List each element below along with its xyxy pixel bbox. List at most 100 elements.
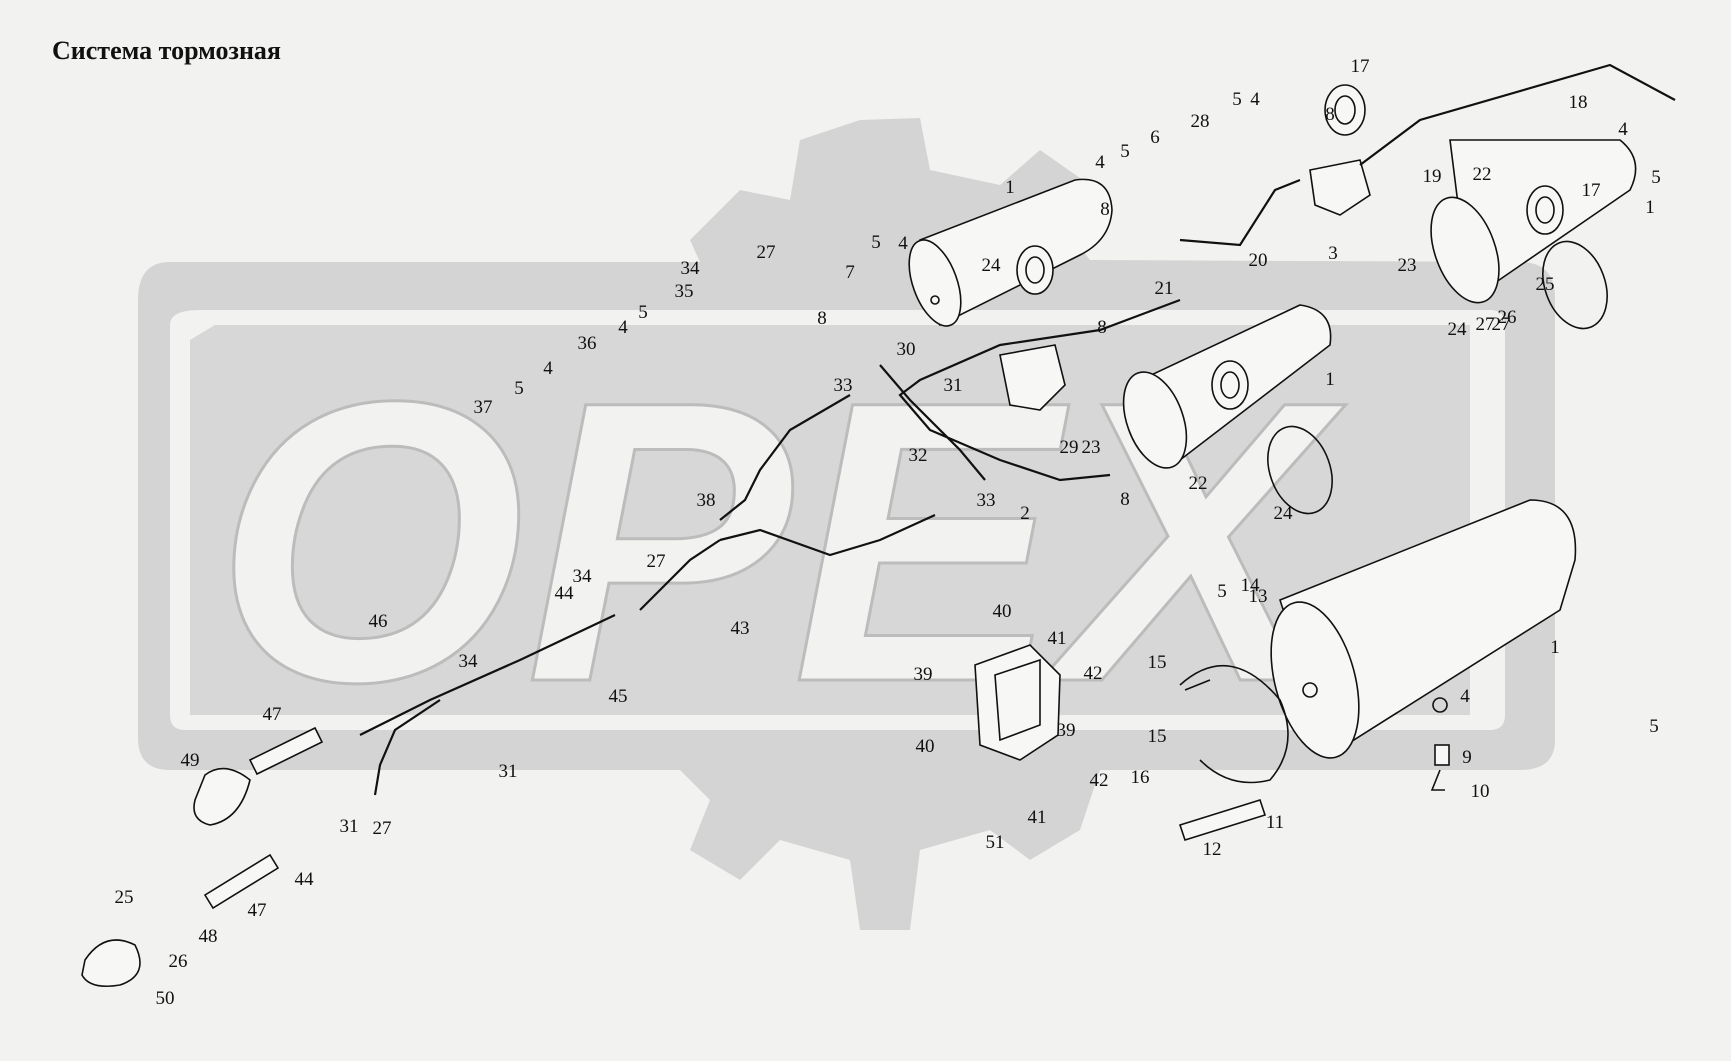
callout-label-47: 47	[263, 704, 282, 725]
callout-label-25: 25	[115, 887, 134, 908]
callout-label-5: 5	[1232, 89, 1242, 110]
callout-label-11: 11	[1266, 812, 1284, 833]
callout-label-47: 47	[248, 900, 267, 921]
callout-label-4: 4	[1460, 686, 1470, 707]
callout-label-29: 29	[1060, 437, 1079, 458]
callout-label-3: 3	[1328, 243, 1338, 264]
callout-label-34: 34	[573, 566, 593, 587]
callout-label-31: 31	[499, 761, 518, 782]
callout-label-24: 24	[1448, 319, 1468, 340]
brake-chamber-left	[1016, 245, 1054, 295]
callout-label-5: 5	[1651, 167, 1661, 188]
callout-label-37: 37	[474, 397, 493, 418]
callout-label-12: 12	[1203, 839, 1222, 860]
callout-label-44: 44	[555, 583, 575, 604]
callout-label-8: 8	[1097, 317, 1107, 338]
callout-label-9: 9	[1462, 747, 1472, 768]
callout-label-34: 34	[459, 651, 479, 672]
callout-label-8: 8	[817, 308, 827, 329]
callout-label-13: 13	[1249, 586, 1268, 607]
callout-label-42: 42	[1084, 663, 1103, 684]
callout-label-31: 31	[340, 816, 359, 837]
diagram-title: Система тормозная	[52, 36, 281, 65]
callout-label-17: 17	[1351, 56, 1370, 77]
callout-label-1: 1	[1325, 369, 1335, 390]
opex-watermark-logo: OPEX	[138, 118, 1555, 930]
air-tank-upper	[908, 178, 1113, 327]
callout-label-4: 4	[618, 317, 628, 338]
callout-label-5: 5	[1217, 581, 1227, 602]
callout-label-5: 5	[1649, 716, 1659, 737]
callout-label-14: 14	[1241, 575, 1261, 596]
callout-label-23: 23	[1082, 437, 1101, 458]
callout-label-32: 32	[909, 445, 928, 466]
relay-valve-middle	[999, 344, 1066, 411]
callout-label-25: 25	[1536, 274, 1555, 295]
drain-valve	[1430, 697, 1450, 791]
callout-label-40: 40	[993, 601, 1012, 622]
brake-chamber-upper	[1324, 84, 1366, 136]
callout-label-15: 15	[1148, 652, 1167, 673]
brake-pipes	[359, 63, 1676, 796]
callout-label-27: 27	[1476, 314, 1495, 335]
callout-label-44: 44	[295, 869, 315, 890]
callout-label-22: 22	[1189, 473, 1208, 494]
callout-label-2: 2	[1020, 503, 1030, 524]
callout-label-41: 41	[1028, 807, 1047, 828]
callout-label-43: 43	[731, 618, 750, 639]
callout-label-35: 35	[675, 281, 694, 302]
callout-label-33: 33	[977, 490, 996, 511]
callout-label-48: 48	[199, 926, 218, 947]
callout-label-50: 50	[156, 988, 175, 1009]
callout-label-8: 8	[1120, 489, 1130, 510]
callout-label-46: 46	[369, 611, 388, 632]
air-tank-lower	[1270, 499, 1577, 759]
callout-labels: 1111234444444555555556788888910111213141…	[115, 56, 1661, 1009]
callout-label-39: 39	[914, 664, 933, 685]
mounting-bracket	[974, 644, 1061, 761]
callout-label-42: 42	[1090, 770, 1109, 791]
callout-label-26: 26	[1498, 307, 1517, 328]
callout-label-39: 39	[1057, 720, 1076, 741]
callout-label-5: 5	[638, 302, 648, 323]
callout-label-49: 49	[181, 750, 200, 771]
callout-label-34: 34	[681, 258, 701, 279]
brake-chamber-middle	[1211, 360, 1249, 410]
callout-label-5: 5	[1120, 141, 1130, 162]
callout-label-31: 31	[944, 375, 963, 396]
callout-label-4: 4	[1250, 89, 1260, 110]
hose-lower	[81, 853, 280, 988]
callout-label-38: 38	[697, 490, 716, 511]
callout-label-21: 21	[1155, 278, 1174, 299]
callout-label-16: 16	[1131, 767, 1150, 788]
callout-label-18: 18	[1569, 92, 1588, 113]
callout-label-15: 15	[1148, 726, 1167, 747]
callout-label-24: 24	[1274, 503, 1294, 524]
callout-label-26: 26	[169, 951, 188, 972]
callout-label-1: 1	[1550, 637, 1560, 658]
callout-label-1: 1	[1005, 177, 1015, 198]
callout-label-24: 24	[982, 255, 1002, 276]
callout-label-6: 6	[1150, 127, 1160, 148]
callout-label-8: 8	[1325, 104, 1335, 125]
callout-label-51: 51	[986, 832, 1005, 853]
callout-label-4: 4	[1095, 152, 1105, 173]
callout-label-4: 4	[1618, 119, 1628, 140]
callout-label-27: 27	[757, 242, 776, 263]
hose-upper	[193, 726, 324, 826]
callout-label-5: 5	[514, 378, 524, 399]
callout-label-7: 7	[845, 262, 855, 283]
brake-chamber-right	[1526, 185, 1564, 235]
callout-label-30: 30	[897, 339, 916, 360]
callout-label-40: 40	[916, 736, 935, 757]
callout-label-28: 28	[1191, 111, 1210, 132]
callout-label-45: 45	[609, 686, 628, 707]
callout-label-5: 5	[871, 232, 881, 253]
callout-label-1: 1	[1645, 197, 1655, 218]
callout-label-36: 36	[578, 333, 597, 354]
callout-label-10: 10	[1471, 781, 1490, 802]
callout-label-19: 19	[1423, 166, 1442, 187]
callout-label-8: 8	[1100, 199, 1110, 220]
callout-label-41: 41	[1048, 628, 1067, 649]
